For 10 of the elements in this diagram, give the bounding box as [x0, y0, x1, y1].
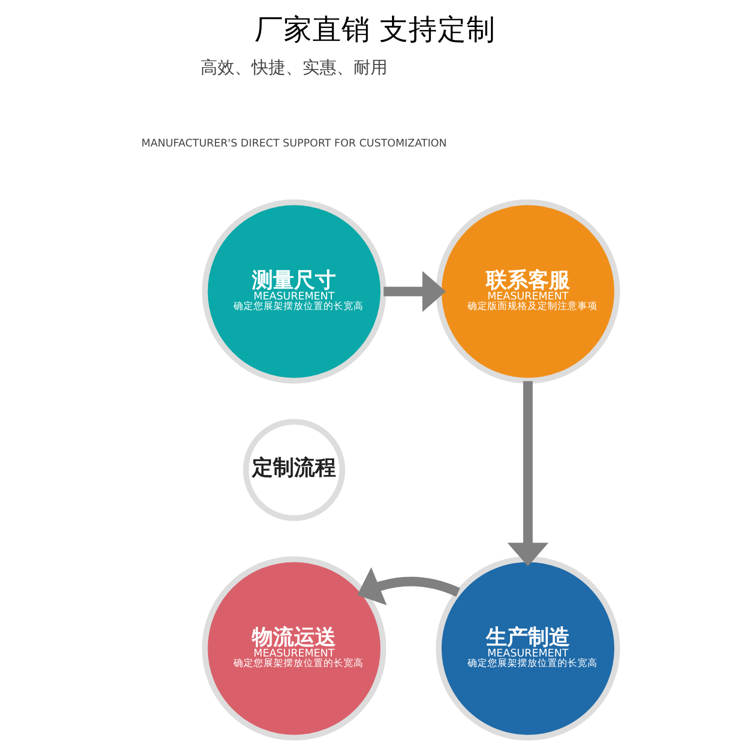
node-circle: 测量尺寸 MEASUREMENT 确定您展架摆放位置的长宽高 [202, 199, 386, 384]
node-circle: 联系客服 MEASUREMENT 确定版面规格及定制注意事项 [436, 199, 620, 384]
diagram-title: 厂家直销 支持定制 [254, 12, 496, 46]
node-circle: 定制流程 [243, 418, 346, 522]
node-circle: 生产制造 MEASUREMENT 确定您展架摆放位置的长宽高 [436, 556, 620, 741]
arrow [357, 567, 460, 606]
label: 高效、快捷、实惠、耐用 [200, 58, 388, 78]
arrow [507, 381, 548, 566]
label: MANUFACTURER'S DIRECT SUPPORT FOR CUSTOMIZATION [141, 138, 447, 150]
arrow [384, 270, 446, 312]
